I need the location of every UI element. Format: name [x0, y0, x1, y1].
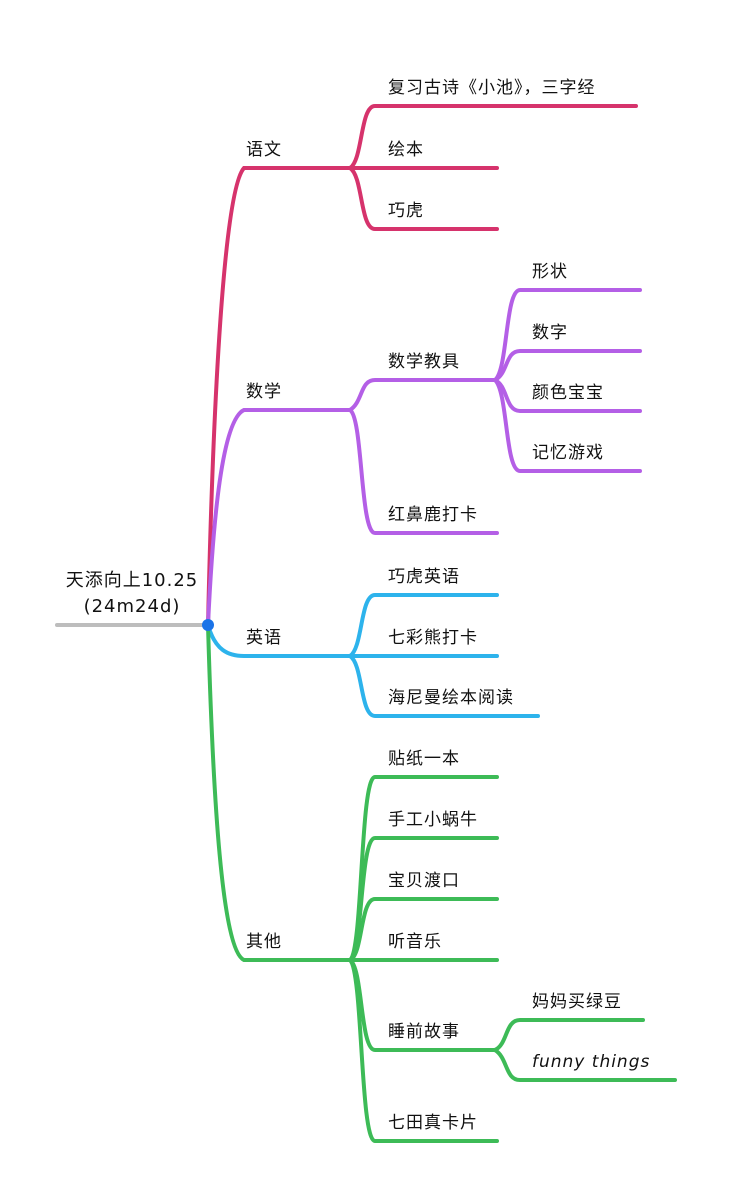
- node-math-numbers[interactable]: 数字: [532, 323, 568, 343]
- node-other-stickers[interactable]: 贴纸一本: [388, 749, 460, 769]
- node-english-rainbow-bear[interactable]: 七彩熊打卡: [388, 628, 478, 648]
- branch-english[interactable]: 英语: [246, 628, 282, 648]
- root-subtitle: (24m24d): [83, 596, 181, 617]
- node-other-bedtime-story[interactable]: 睡前故事: [388, 1022, 460, 1042]
- node-math-red-nose-deer[interactable]: 红鼻鹿打卡: [388, 505, 478, 525]
- node-english-heinemann[interactable]: 海尼曼绘本阅读: [388, 688, 514, 708]
- branch-chinese[interactable]: 语文: [246, 140, 282, 160]
- node-math-shapes[interactable]: 形状: [532, 262, 568, 282]
- node-math-teaching-aids[interactable]: 数学教具: [388, 352, 460, 372]
- node-chinese-review-poems[interactable]: 复习古诗《小池》，三字经: [388, 78, 596, 98]
- root-topic[interactable]: 天添向上10.25 (24m24d): [62, 568, 202, 620]
- node-chinese-picture-book[interactable]: 绘本: [388, 140, 424, 160]
- node-other-baby-ferry[interactable]: 宝贝渡口: [388, 871, 460, 891]
- branch-lines-math: [206, 288, 642, 627]
- branch-other[interactable]: 其他: [246, 932, 282, 952]
- root-title: 天添向上10.25: [65, 570, 199, 591]
- node-other-mom-mung-beans[interactable]: 妈妈买绿豆: [532, 992, 622, 1012]
- branch-lines-other: [206, 623, 677, 1143]
- root-dot: [202, 619, 214, 631]
- node-math-color-baby[interactable]: 颜色宝宝: [532, 383, 604, 403]
- branch-lines-chinese: [206, 104, 638, 627]
- node-english-qiaohu[interactable]: 巧虎英语: [388, 567, 460, 587]
- node-other-funny-things[interactable]: funny things: [532, 1052, 651, 1072]
- branch-math[interactable]: 数学: [246, 382, 282, 402]
- node-math-memory-game[interactable]: 记忆游戏: [532, 443, 604, 463]
- node-other-snail-craft[interactable]: 手工小蜗牛: [388, 810, 478, 830]
- node-chinese-qiaohu[interactable]: 巧虎: [388, 201, 424, 221]
- node-other-shichida-cards[interactable]: 七田真卡片: [388, 1113, 478, 1133]
- node-other-music[interactable]: 听音乐: [388, 932, 442, 952]
- branch-lines-english: [206, 593, 540, 718]
